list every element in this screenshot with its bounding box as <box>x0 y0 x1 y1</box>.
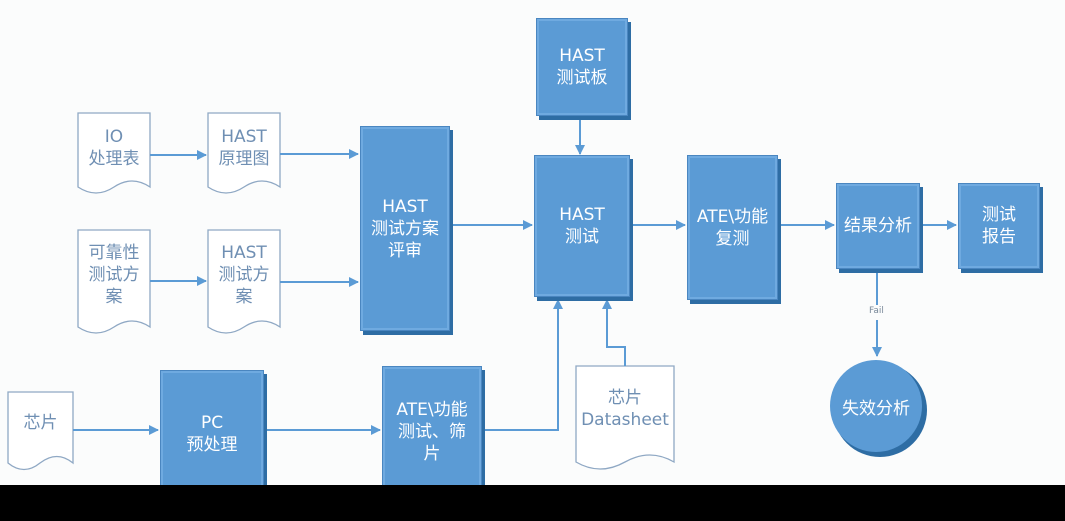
process-ate-retest[interactable]: ATE\功能 复测 <box>687 155 778 300</box>
process-hast-plan-review[interactable]: HAST 测试方案 评审 <box>360 126 450 331</box>
process-ate-screening[interactable]: ATE\功能 测试、筛 片 <box>382 366 482 498</box>
doc-hast-schematic[interactable]: HAST 原理图 <box>218 127 270 169</box>
process-hast-test[interactable]: HAST 测试 <box>534 155 630 297</box>
edge-datasheet-to-hast-test <box>602 299 626 366</box>
doc-shape-chip-datasheet <box>575 365 675 470</box>
video-letterbox-bar <box>0 485 1065 521</box>
doc-chip-datasheet[interactable]: 芯片 Datasheet <box>581 388 669 430</box>
edge-ate-screening-to-hast-test <box>484 299 563 431</box>
doc-chip[interactable]: 芯片 <box>23 413 58 433</box>
doc-shape-reliability-plan <box>77 229 151 334</box>
terminal-failure-analysis[interactable]: 失效分析 <box>842 398 910 419</box>
doc-hast-test-plan[interactable]: HAST 测试方 案 <box>218 243 270 307</box>
doc-io-table[interactable]: IO 处理表 <box>88 127 140 169</box>
doc-shape-hast-schematic <box>207 112 281 194</box>
doc-reliability-plan[interactable]: 可靠性 测试方 案 <box>88 243 140 307</box>
edge-label-fail: Fail <box>869 306 884 316</box>
process-hast-test-board[interactable]: HAST 测试板 <box>536 18 628 116</box>
process-result-analysis[interactable]: 结果分析 <box>836 183 920 269</box>
doc-shape-chip <box>7 391 74 471</box>
process-test-report[interactable]: 测试 报告 <box>958 183 1040 269</box>
process-pc-preconditioning[interactable]: PC 预处理 <box>160 370 264 498</box>
doc-shape-hast-test-plan <box>207 229 281 334</box>
terminal-face-failure-analysis <box>830 360 922 452</box>
doc-shape-io-table <box>77 112 151 194</box>
